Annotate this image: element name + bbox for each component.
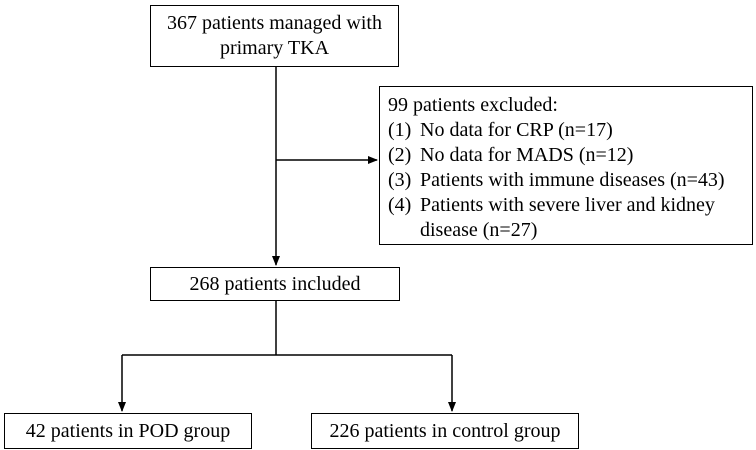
excluded-heading: 99 patients excluded:: [388, 94, 558, 116]
excluded-item-number: (2): [388, 144, 412, 166]
excluded-item-number: (4): [388, 194, 412, 216]
excluded-item: (1) No data for CRP (n=17): [388, 118, 744, 143]
control-group-box: 226 patients in control group: [311, 413, 579, 449]
included-label: 268 patients included: [189, 272, 361, 295]
excluded-item: (3) Patients with immune diseases (n=43): [388, 168, 744, 193]
excluded-item-text: Patients with severe liver and kidney di…: [420, 194, 715, 241]
excluded-item-text: No data for CRP (n=17): [420, 119, 613, 141]
excluded-item-text: Patients with immune diseases (n=43): [420, 169, 725, 191]
excluded-box: 99 patients excluded: (1) No data for CR…: [379, 86, 753, 245]
excluded-item: (2) No data for MADS (n=12): [388, 143, 744, 168]
control-group-label: 226 patients in control group: [329, 419, 561, 442]
excluded-item: (4) Patients with severe liver and kidne…: [388, 193, 744, 243]
start-box: 367 patients managed with primary TKA: [150, 5, 399, 67]
included-box: 268 patients included: [150, 267, 400, 301]
excluded-item-number: (1): [388, 119, 412, 141]
excluded-item-text: No data for MADS (n=12): [420, 144, 634, 166]
excluded-item-number: (3): [388, 169, 412, 191]
start-line-2: primary TKA: [219, 37, 330, 59]
pod-group-box: 42 patients in POD group: [4, 413, 252, 449]
start-line-1: 367 patients managed with: [167, 12, 382, 34]
pod-group-label: 42 patients in POD group: [25, 419, 231, 442]
